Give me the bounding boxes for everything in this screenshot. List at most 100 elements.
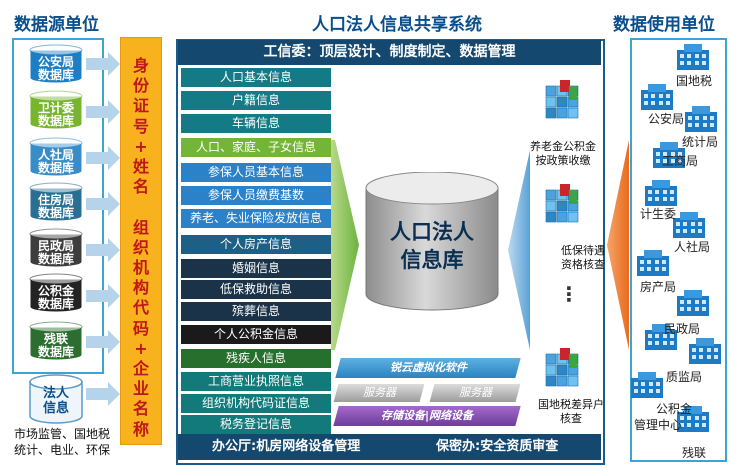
app-cube (540, 182, 586, 228)
app-label-line2: 核查 (560, 412, 582, 425)
legal-db: 法人 信息 (28, 374, 84, 424)
right-title: 数据使用单位 (613, 15, 715, 35)
source-db: 住房局数据库 (28, 182, 84, 222)
app-label-line1: 低保待遇 (561, 244, 605, 257)
user-label: 房产局 (640, 280, 677, 294)
user-building (676, 288, 710, 322)
source-db-cylinder (29, 44, 83, 84)
app-cube-icon (545, 80, 579, 119)
storage-network-bar: 存储设备|网络设备 (333, 406, 521, 426)
central-database-line2: 信息库 (400, 248, 464, 272)
app-cube (540, 346, 586, 392)
building-icon (631, 372, 663, 398)
source-db-line2: 数据库 (37, 297, 74, 311)
building-icon (645, 324, 677, 350)
app-cube-icon (545, 184, 579, 223)
user-building (672, 210, 706, 244)
user-building (688, 336, 722, 370)
source-db-line1: 残联 (43, 332, 68, 346)
user-label: 残联 (682, 446, 707, 460)
left-title: 数据源单位 (14, 15, 99, 35)
source-db-line1: 民政局 (37, 239, 74, 253)
id-key-char: 姓 (132, 157, 149, 176)
central-database-cylinder (365, 171, 499, 311)
id-key-char: 码 (132, 318, 149, 338)
building-icon (677, 44, 709, 70)
app-label: 国地税差异户核查 (528, 398, 614, 426)
building-icon (673, 212, 705, 238)
user-building (652, 140, 686, 174)
info-row: 组织机构代码证信息 (181, 394, 331, 413)
legal-db-line2: 信息 (42, 401, 69, 416)
app-label-line2: 按政策收缴 (535, 154, 591, 167)
server-label-1: 服务器 (362, 386, 396, 399)
id-key-char: 名 (132, 399, 149, 419)
id-key-char: 证 (132, 96, 149, 116)
server-bar-2: 服务器 (429, 384, 521, 402)
building-icon (677, 290, 709, 316)
id-key-char: 构 (132, 278, 149, 298)
info-row: 残疾人信息 (181, 349, 331, 368)
info-row: 婚姻信息 (181, 259, 331, 278)
id-key-char: 身 (132, 56, 149, 75)
source-db-cylinder (29, 321, 83, 361)
top-bar: 工信委：顶层设计、制度制定、数据管理 (178, 40, 601, 65)
app-cube-icon (545, 348, 579, 387)
bottom-bar-left: 办公厅:机房网络设备管理 (212, 439, 361, 454)
user-label: 公积金 (656, 402, 693, 416)
id-key-char: 组 (132, 217, 149, 237)
app-label: 低保待遇资格核查 (540, 244, 626, 272)
server-label-2: 服务器 (458, 386, 492, 399)
legal-note-line1: 市场监管、国地税 (14, 427, 111, 441)
id-key-char: 名 (132, 177, 149, 197)
source-db-cylinder (29, 137, 83, 177)
virtualization-software-label: 锐云虚拟化软件 (389, 361, 467, 374)
user-label: 民政局 (664, 322, 701, 336)
legal-note-line2: 统计、电业、环保 (14, 443, 111, 457)
user-label: 质监局 (666, 370, 703, 384)
storage-network-label: 存储设备|网络设备 (380, 409, 474, 422)
info-row: 车辆信息 (181, 114, 331, 133)
building-icon (685, 106, 717, 132)
user-frame (630, 38, 727, 462)
building-icon (677, 406, 709, 432)
building-icon (645, 180, 677, 206)
source-db-line2: 数据库 (37, 206, 74, 220)
user-label: 计生委 (640, 207, 677, 221)
info-row: 税务登记信息 (181, 415, 331, 434)
source-db: 民政局数据库 (28, 228, 84, 268)
source-db-line2: 数据库 (37, 68, 74, 82)
source-db: 公安局数据库 (28, 44, 84, 84)
app-label-line1: 国地税差异户 (538, 398, 604, 411)
app-label-line2: 资格核查 (561, 258, 605, 271)
info-row: 参保人员基本信息 (181, 163, 331, 182)
id-key-char: 称 (132, 419, 149, 439)
bottom-bar-right: 保密办:安全资质审查 (436, 439, 559, 454)
user-label: 人社局 (674, 240, 711, 254)
user-building (636, 248, 670, 282)
app-label-line1: 养老金公积金 (530, 140, 596, 153)
user-building (644, 322, 678, 356)
id-key-char: 份 (132, 76, 149, 96)
user-building (684, 104, 718, 138)
user-building (640, 82, 674, 116)
source-db: 公积金数据库 (28, 273, 84, 313)
source-db-cylinder (29, 90, 83, 130)
center-title: 人口法人信息共享系统 (312, 15, 482, 35)
user-label: 统计局 (682, 135, 719, 149)
apps-ellipsis: ⋮ (559, 282, 579, 306)
user-building (644, 178, 678, 212)
server-bar-1: 服务器 (333, 384, 425, 402)
db-to-apps-arrow (508, 150, 530, 350)
id-key-bar: 身份证号+姓名组织机构代码+企业名称 (120, 37, 162, 445)
app-label: 养老金公积金按政策收缴 (520, 140, 606, 168)
legal-db-line1: 法人 (42, 386, 69, 401)
building-icon (641, 84, 673, 110)
id-key-char: + (134, 338, 148, 358)
source-arrows (86, 52, 120, 406)
building-icon (637, 250, 669, 276)
source-db-line1: 人社局 (37, 148, 74, 162)
legal-note: 市场监管、国地税 统计、电业、环保 (14, 426, 110, 458)
source-db-line1: 公积金 (37, 284, 74, 298)
funnel-arrow (331, 140, 359, 350)
